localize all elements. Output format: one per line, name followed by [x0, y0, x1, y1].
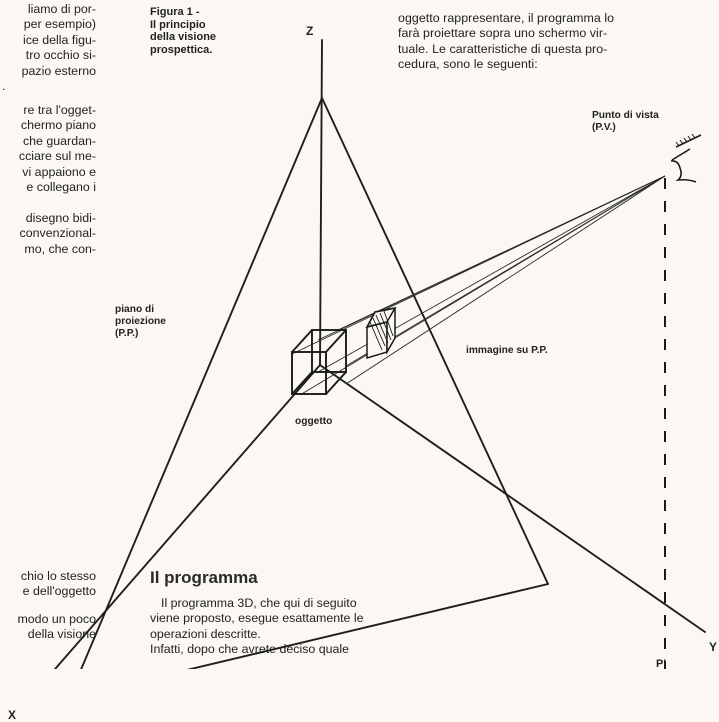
label-line: Punto di vista [592, 110, 659, 121]
label-line: piano di [115, 304, 155, 315]
object-cube [291, 329, 347, 395]
projected-image [365, 306, 397, 360]
left-column-bottom-a: chio lo stesso e dell'oggetto [21, 569, 96, 600]
left-column-bottom-b: modo un poco della visione [17, 612, 96, 643]
text-line: re tra l'ogget- [23, 103, 96, 117]
text-line: pazio esterno [21, 63, 96, 78]
text-line: cedura, sono le seguenti: [398, 57, 538, 72]
projection-ray [337, 175, 666, 331]
text-line: cciare sul me- [18, 149, 96, 164]
text-line: farà proiettare sopra uno schermo vir- [398, 26, 608, 41]
text-line: Il programma 3D, che qui di seguito [161, 596, 357, 610]
text-line: liamo di por- [27, 2, 96, 16]
plane-edge-bottom [186, 583, 549, 669]
viewpoint-label: Punto di vista (P.V.) [592, 110, 659, 134]
axis-y-label: Y [709, 640, 718, 654]
text-line: chermo piano [20, 118, 96, 133]
plane-edge-right [321, 97, 549, 585]
label-line: (P.V.) [592, 122, 616, 133]
projection-ray [345, 175, 666, 385]
label-line: proiezione [115, 316, 166, 327]
caption-line: della visione [150, 31, 217, 43]
text-line: tro occhio si- [25, 48, 96, 63]
image-label: immagine su P.P. [466, 345, 548, 356]
plane-edge-left [80, 97, 323, 669]
text-line: ice della figu- [22, 32, 96, 47]
caption-line: prospettica. [150, 43, 213, 56]
z-axis-line [319, 39, 323, 366]
text-line: e collegano i [26, 180, 96, 195]
caption-line: Il principio [150, 18, 206, 31]
projection-ray [299, 175, 666, 396]
text-line: oggetto rappresentare, il programma lo [398, 11, 615, 25]
right-column-text: oggetto rappresentare, il programma lo f… [398, 11, 614, 73]
label-line: (P.P.) [115, 328, 139, 339]
y-axis-line [319, 364, 706, 633]
text-line: per esempio) [23, 17, 96, 32]
axis-z-label: Z [306, 24, 314, 38]
left-column-mid: re tra l'ogget- chermo piano che guardan… [19, 103, 96, 195]
x-axis-line [53, 364, 321, 669]
left-column-top: liamo di por- per esempio) ice della fig… [22, 2, 96, 79]
text-line: operazioni descritte. [150, 626, 261, 641]
text-line: vi appaiono e [22, 164, 96, 179]
text-line: modo un poco [17, 612, 96, 626]
text-line: della visione [27, 627, 96, 642]
object-label: oggetto [295, 416, 333, 427]
text-line: che guardan- [22, 133, 96, 148]
text-line: viene proposto, esegue esattamente le [150, 611, 364, 626]
text-line: e dell'oggetto [22, 584, 96, 599]
perspective-diagram [53, 39, 706, 669]
eye-icon [670, 133, 702, 183]
left-column-lower: disegno bidi- convenzional- mo, che con- [20, 211, 96, 257]
text-line: disegno bidi- [25, 211, 96, 225]
text-line: mo, che con- [24, 241, 96, 256]
section-heading: Il programma [150, 568, 258, 587]
text-line: tuale. Le caratteristiche di questa pro- [398, 41, 608, 56]
text-line: convenzional- [19, 226, 96, 241]
figure-caption: Figura 1 - Il principio della visione pr… [150, 6, 216, 56]
plane-label: piano di proiezione (P.P.) [115, 304, 166, 340]
text-line: Infatti, dopo che avrete deciso quale [150, 642, 350, 657]
section-body: Il programma 3D, che qui di seguito vien… [150, 596, 364, 658]
pprime-label: P' [656, 658, 666, 670]
left-column-period: . [2, 79, 6, 93]
axis-x-label: X [8, 708, 17, 722]
caption-line: Figura 1 - [150, 6, 200, 18]
text-line: chio lo stesso [20, 569, 96, 583]
